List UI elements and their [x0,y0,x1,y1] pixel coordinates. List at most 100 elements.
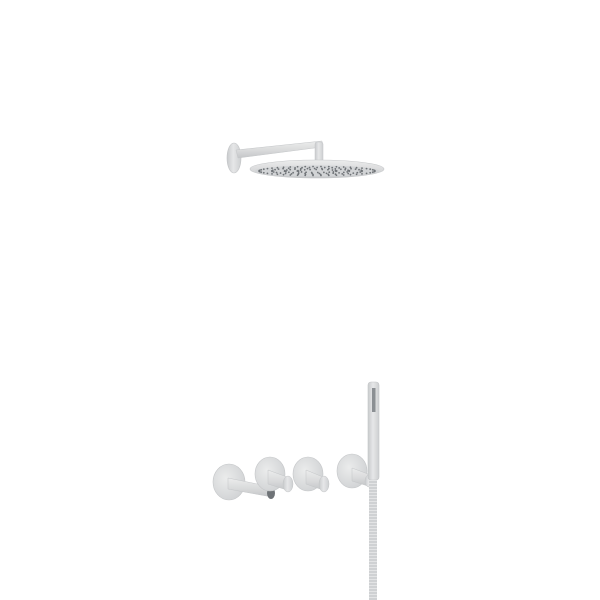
shower-nozzle [369,171,372,174]
shower-nozzle [279,172,282,174]
shower-nozzle [289,166,292,168]
shower-nozzle [276,173,279,176]
overhead-shower [226,140,385,179]
shower-nozzle [287,167,290,170]
shower-nozzle [348,170,351,173]
shower-nozzle [260,171,263,174]
shower-nozzle [260,168,263,171]
shower-nozzle [304,165,307,168]
shower-nozzle [346,171,349,173]
shower-nozzle [319,173,322,176]
shower-nozzle [349,166,352,169]
shower-nozzle [262,168,265,171]
shower-nozzle [303,168,306,171]
shower-nozzle [292,171,295,174]
shower-arm-drop [314,141,324,163]
shower-nozzle [327,168,329,171]
shower-nozzle [361,172,363,175]
shower-nozzle [276,166,279,169]
shower-nozzle [371,168,374,171]
shower-nozzle [334,168,337,170]
shower-nozzle [356,171,359,174]
shower-nozzle [344,168,347,171]
shower-nozzle [299,167,302,170]
shower-nozzle [305,171,307,174]
shower-nozzle [359,171,362,173]
shower-nozzle [335,165,338,168]
shower-nozzle [301,166,303,169]
shower-nozzle [287,171,290,174]
shower-nozzles [258,165,376,177]
shower-nozzle [308,166,311,169]
shower-nozzle [341,173,344,175]
shower-nozzle [335,170,337,173]
shower-nozzle [296,165,299,168]
shower-nozzle [290,173,293,175]
shower-nozzle [327,165,330,168]
shower-nozzle [262,171,265,174]
shower-nozzle [342,166,345,168]
shower-nozzle [365,167,368,170]
shower-nozzle [310,171,313,174]
shower-nozzle [327,173,330,176]
shower-nozzle [338,171,340,174]
valve-knob-middle [318,475,330,493]
shower-nozzle [355,173,358,176]
shower-nozzle [294,168,296,171]
shower-nozzle [361,167,363,170]
shower-nozzle [325,172,328,175]
shower-nozzle [321,168,324,171]
shower-nozzle [306,167,309,170]
shower-nozzle [339,168,342,171]
shower-nozzle [320,165,322,168]
shower-nozzle [355,166,358,169]
shower-nozzle [365,172,368,175]
shower-nozzle [309,168,312,171]
shower-nozzle [277,168,280,171]
shower-nozzle [332,170,335,173]
shower-nozzle [282,167,285,170]
shower-nozzle [354,168,357,171]
shower-nozzle [315,168,318,171]
shower-nozzle [349,173,352,176]
shower-nozzle [272,171,275,173]
shower-nozzle [371,171,374,174]
shower-nozzle [338,167,341,169]
shower-nozzle [275,171,278,174]
shower-nozzle [271,172,273,175]
shower-nozzle [284,172,287,175]
shower-nozzle [322,171,325,174]
shower-nozzle [342,174,345,176]
shower-nozzle [332,172,335,175]
shower-nozzle [299,169,302,172]
shower-nozzle [282,166,285,169]
shower-arm [235,140,323,159]
shower-nozzle [289,168,292,171]
shower-nozzle [347,172,350,175]
hand-shower-face [372,388,376,412]
shower-nozzle [266,172,269,175]
shower-nozzle [360,170,363,173]
shower-nozzle [312,165,314,168]
shower-nozzle [373,169,376,172]
shower-nozzle [285,169,288,171]
shower-nozzle [289,174,292,176]
wall-mixer-set [212,381,380,600]
shower-nozzle [300,171,303,173]
shower-nozzle [297,169,299,172]
shower-nozzle [271,169,274,172]
shower-nozzle [313,167,316,170]
shower-nozzle [328,171,331,174]
shower-nozzle [282,173,285,176]
shower-nozzle [316,171,319,174]
shower-nozzle [316,166,319,169]
shower-nozzle [283,169,286,172]
shower-nozzle [334,173,337,176]
shower-nozzle [350,167,352,170]
shower-nozzle [352,172,355,175]
shower-nozzle [369,168,372,171]
shower-nozzle [266,167,269,170]
shower-nozzle [258,169,261,172]
valve-knob-left [282,475,294,493]
